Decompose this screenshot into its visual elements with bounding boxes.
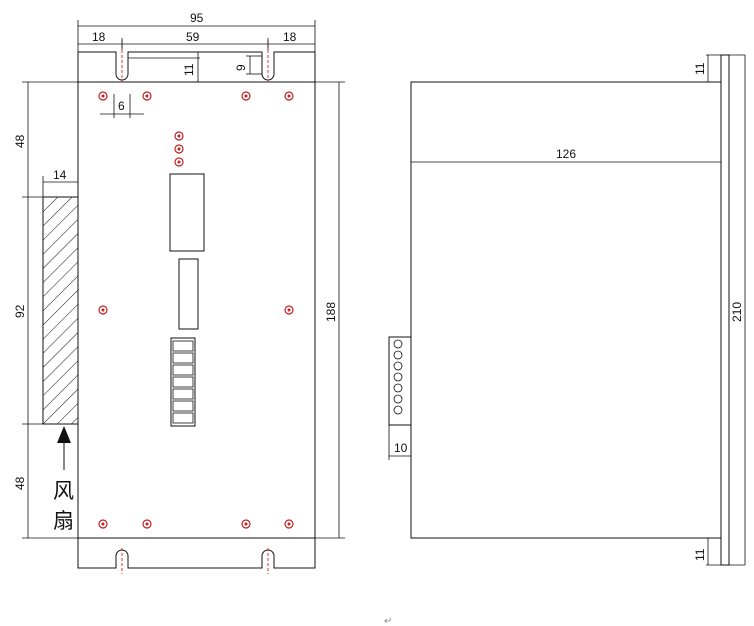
dim-hole-edge: 6 <box>100 94 144 118</box>
dim-body-height: 188 <box>315 81 345 539</box>
svg-text:11: 11 <box>182 63 196 76</box>
mounting-holes <box>98 91 294 529</box>
hole-top-2 <box>142 91 152 101</box>
svg-text:95: 95 <box>190 11 204 25</box>
dim-side-depth: 126 <box>410 147 722 168</box>
dim-bottom-margin: 48 <box>13 476 27 490</box>
dim-slot-depth: 11 <box>128 52 200 82</box>
dim-side-total-height: 210 <box>730 55 746 565</box>
hole-top-4 <box>284 91 294 101</box>
svg-text:11: 11 <box>693 62 707 75</box>
svg-text:210: 210 <box>730 302 744 322</box>
fan-label-line2: 扇 <box>53 509 74 533</box>
dim-top-total: 95 <box>77 11 316 52</box>
hole-bottom-4 <box>284 519 294 529</box>
svg-text:188: 188 <box>324 302 338 322</box>
dim-left-offset: 18 <box>92 30 106 44</box>
top-flange-outline <box>77 51 316 82</box>
dim-right-offset: 18 <box>283 30 297 44</box>
svg-text:11: 11 <box>693 548 707 561</box>
main-body-outline <box>77 81 316 539</box>
side-terminal-strip <box>388 336 412 426</box>
footer-return-mark: ↵ <box>384 616 392 626</box>
dim-slot-spacing: 59 <box>186 30 200 44</box>
fan-hatched-area <box>42 196 79 425</box>
side-view: 11 126 210 11 <box>388 54 746 566</box>
dim-side-top-flange: 11 <box>693 55 721 83</box>
indicator-leds <box>174 131 184 167</box>
terminal-block <box>170 337 196 427</box>
svg-text:6: 6 <box>118 99 125 113</box>
dim-top-margin: 48 <box>13 134 27 148</box>
dim-fan-height: 92 <box>13 304 27 318</box>
svg-text:14: 14 <box>53 168 67 182</box>
front-view: 风 扇 95 18 59 18 11 9 <box>13 11 345 574</box>
hole-top-3 <box>241 91 251 101</box>
connector-slot <box>178 258 199 330</box>
dim-top-segments <box>78 38 315 50</box>
dim-side-bottom-flange: 11 <box>693 537 721 565</box>
dim-fan-width: 14 <box>42 168 78 197</box>
fan-label-line1: 风 <box>53 479 74 503</box>
svg-text:9: 9 <box>234 64 248 71</box>
bottom-flange-outline <box>77 538 316 569</box>
svg-text:126: 126 <box>556 147 576 161</box>
side-heatsink-flange <box>720 54 730 566</box>
dim-slot-width: 9 <box>234 55 262 75</box>
hole-bottom-1 <box>98 519 108 529</box>
display-window <box>169 173 205 252</box>
hole-bottom-3 <box>241 519 251 529</box>
dim-terminal-width: 10 <box>388 425 411 460</box>
airflow-arrow-icon <box>57 426 71 470</box>
dim-left-chain <box>22 81 78 539</box>
hole-mid-left <box>98 305 108 315</box>
hole-mid-right <box>284 305 294 315</box>
hole-bottom-2 <box>142 519 152 529</box>
hole-top-1 <box>98 91 108 101</box>
svg-text:10: 10 <box>394 441 408 455</box>
